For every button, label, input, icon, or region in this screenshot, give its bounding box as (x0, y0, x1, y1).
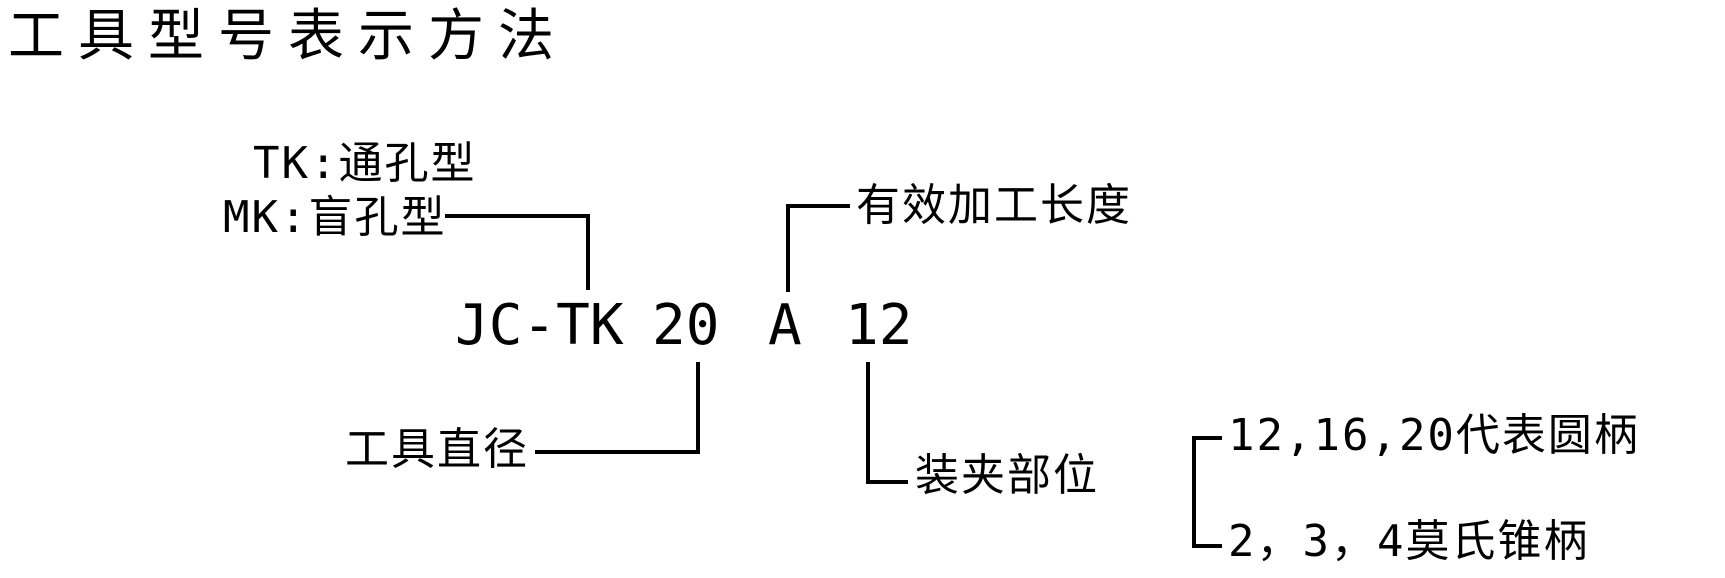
option-round-shank: 12,16,20代表圆柄 (1228, 410, 1640, 461)
connector-tool-diameter-line (535, 362, 700, 454)
connector-clamping-part-line (866, 362, 908, 484)
model-code-length: A (768, 293, 802, 358)
label-tk-through-hole: TK:通孔型 (253, 138, 477, 189)
label-mk-blind-hole: MK:盲孔型 (223, 192, 447, 243)
model-code-clamp: 12 (845, 293, 913, 358)
shank-options-bracket (1192, 436, 1222, 548)
label-tool-diameter: 工具直径 (345, 424, 529, 475)
connector-effective-length-line (786, 204, 850, 292)
connector-type-code-line (445, 214, 590, 290)
model-code-prefix: JC-TK (455, 293, 624, 358)
model-code-diameter: 20 (652, 293, 720, 358)
page-title: 工具型号表示方法 (8, 4, 568, 67)
option-morse-taper-shank: 2，3，4莫氏锥柄 (1228, 516, 1590, 567)
label-effective-length: 有效加工长度 (856, 180, 1132, 231)
label-clamping-part: 装夹部位 (915, 450, 1099, 501)
